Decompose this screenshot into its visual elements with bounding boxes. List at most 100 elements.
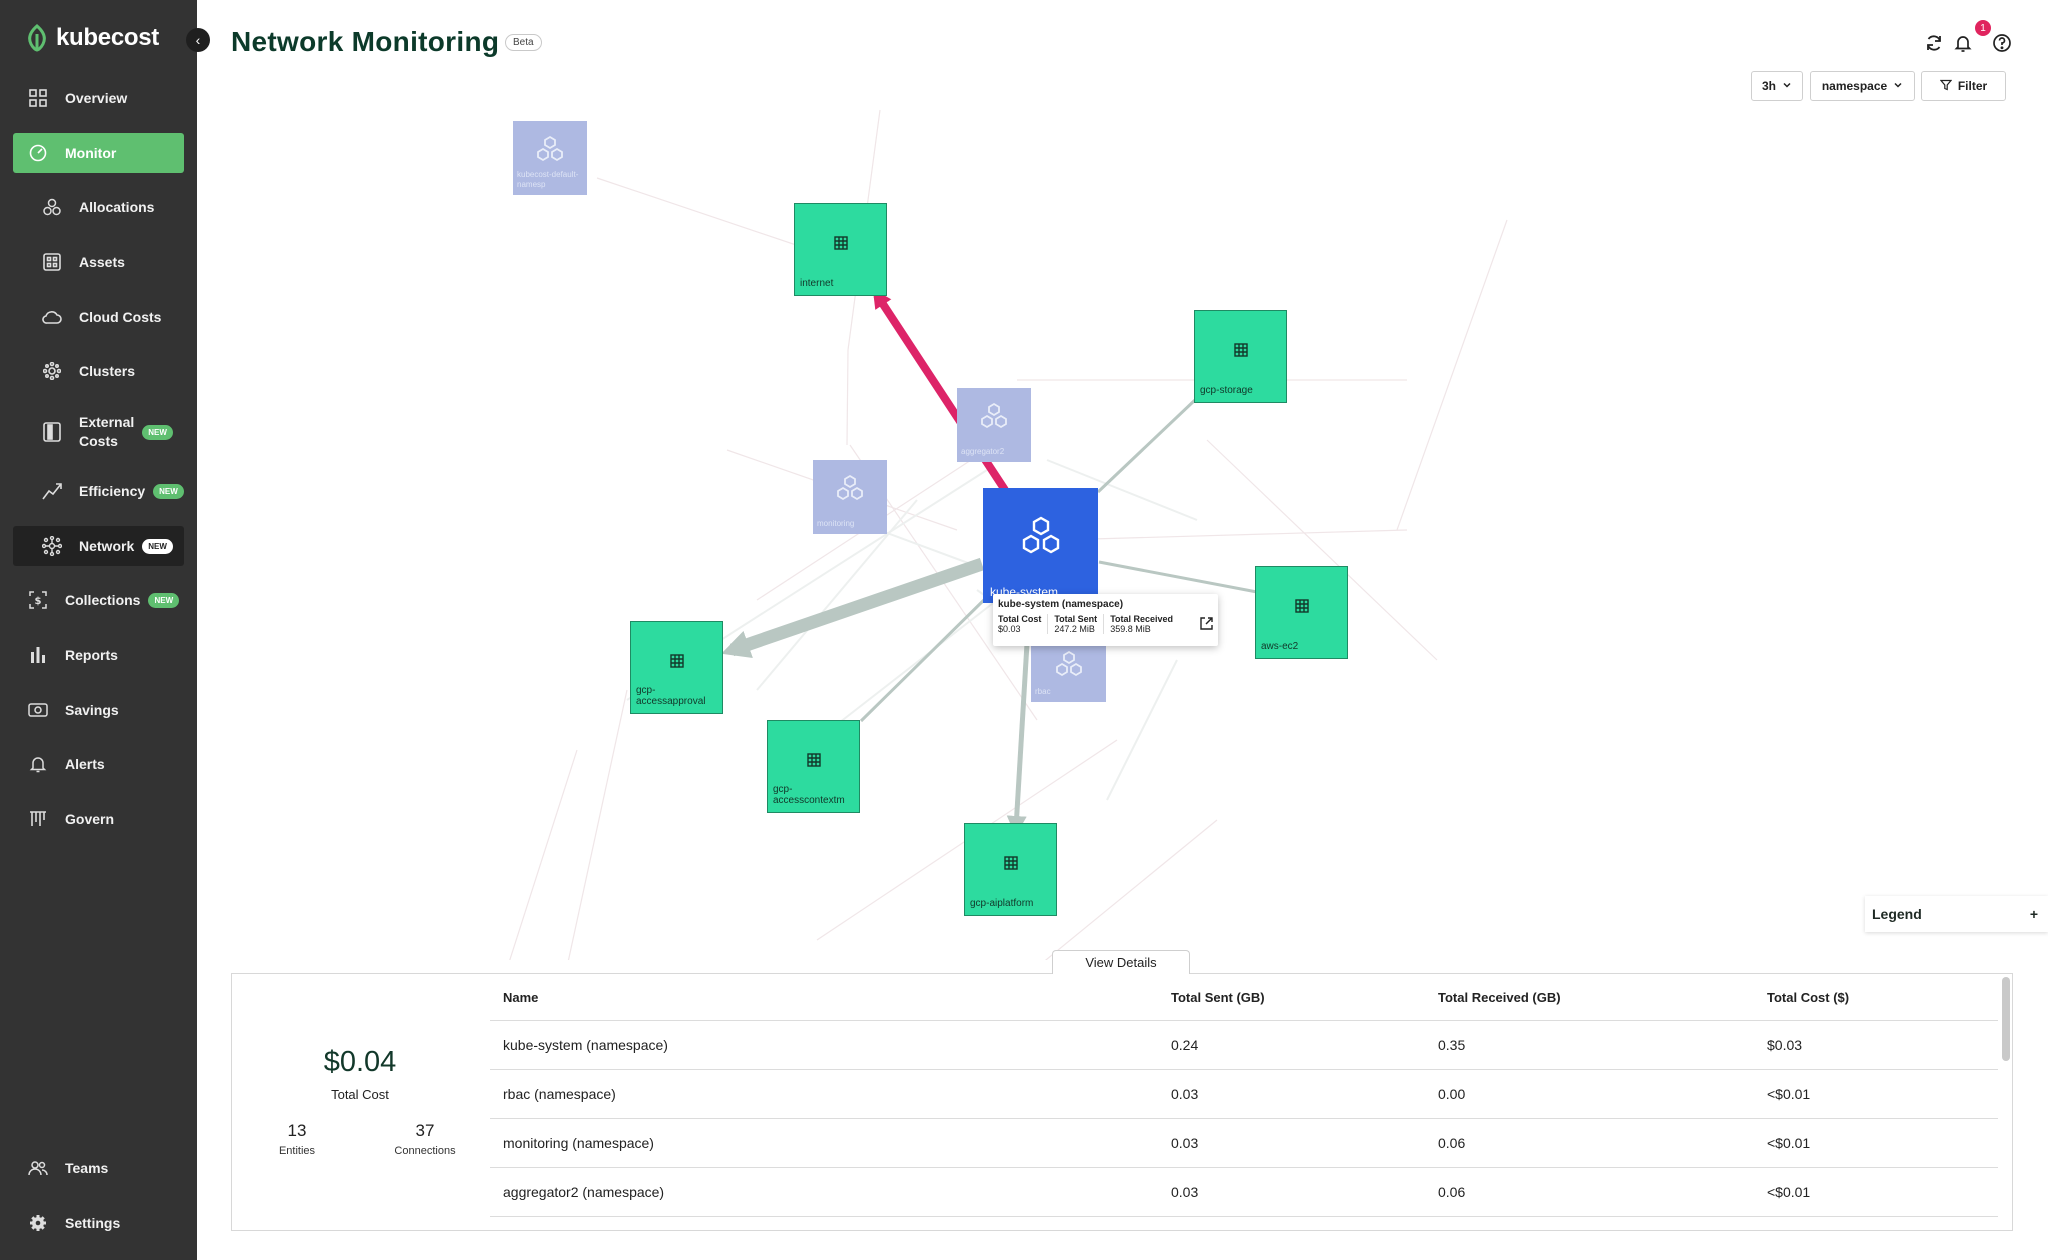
sidebar-item-reports[interactable]: Reports bbox=[13, 635, 184, 675]
column-header-received[interactable]: Total Received (GB) bbox=[1438, 989, 1561, 1005]
edge-kube-system-to-gcp-storage[interactable] bbox=[1096, 398, 1197, 494]
node-label: aggregator2 bbox=[961, 447, 1005, 456]
hexagons-icon bbox=[513, 135, 587, 163]
node-gcp-accessapproval[interactable]: gcp-accessapproval bbox=[630, 621, 723, 714]
connections-value: 37 bbox=[415, 1121, 435, 1140]
cell-received: 0.00 bbox=[1438, 1086, 1466, 1102]
sidebar-item-label: Overview bbox=[65, 90, 128, 106]
sidebar-item-label: Teams bbox=[65, 1160, 109, 1176]
node-label: kubecost-default-namesp bbox=[517, 170, 579, 189]
aggregate-select[interactable]: namespace bbox=[1810, 71, 1915, 101]
cell-cost: <$0.01 bbox=[1767, 1135, 1811, 1151]
service-grid-icon bbox=[965, 856, 1056, 870]
node-label-line1: gcp- bbox=[636, 685, 656, 696]
cell-received: 0.06 bbox=[1438, 1135, 1466, 1151]
total-cost-label: Total Cost bbox=[331, 1087, 389, 1102]
grid-icon bbox=[27, 87, 49, 109]
time-window-value: 3h bbox=[1761, 79, 1776, 93]
view-details-tab[interactable]: View Details bbox=[1052, 950, 1190, 974]
node-kubecost-default-namespace[interactable]: kubecost-default-namesp bbox=[513, 121, 587, 195]
node-gcp-aiplatform[interactable]: gcp-aiplatform bbox=[964, 823, 1057, 916]
node-label-line2: accesscontextm bbox=[773, 795, 845, 806]
node-gcp-accesscontextmanager[interactable]: gcp-accesscontextm bbox=[767, 720, 860, 813]
cell-sent: 0.03 bbox=[1171, 1135, 1199, 1151]
notifications-icon[interactable] bbox=[1952, 32, 1974, 54]
collapse-sidebar-button[interactable]: ‹ bbox=[186, 28, 210, 52]
sidebar-item-monitor[interactable]: Monitor bbox=[13, 133, 184, 173]
cell-name: kube-system (namespace) bbox=[503, 1037, 668, 1053]
sidebar-item-savings[interactable]: Savings bbox=[13, 690, 184, 730]
node-label: monitoring bbox=[817, 519, 855, 528]
table-row[interactable]: aggregator2 (namespace) 0.03 0.06 <$0.01 bbox=[490, 1168, 1998, 1217]
kubecost-wordmark: kubecost bbox=[56, 24, 159, 51]
summary-card: $0.04 Total Cost 13 Entities 37 Connecti… bbox=[232, 974, 488, 1230]
sidebar-item-label: Allocations bbox=[79, 199, 155, 215]
cloud-icon bbox=[41, 306, 63, 328]
table-row[interactable]: monitoring (namespace) 0.03 0.06 <$0.01 bbox=[490, 1119, 1998, 1168]
sidebar-item-allocations[interactable]: Allocations bbox=[13, 187, 184, 227]
column-header-cost[interactable]: Total Cost ($) bbox=[1767, 989, 1850, 1005]
node-gcp-storage[interactable]: gcp-storage bbox=[1194, 310, 1287, 403]
sidebar-item-collections[interactable]: $ Collections NEW bbox=[13, 580, 184, 620]
sidebar-item-cloud-costs[interactable]: Cloud Costs bbox=[13, 297, 184, 337]
time-window-select[interactable]: 3h bbox=[1751, 71, 1803, 101]
node-label: gcp-accessapproval bbox=[636, 685, 705, 707]
node-internet[interactable]: internet bbox=[794, 203, 887, 296]
hexagons-icon bbox=[957, 402, 1031, 430]
help-icon[interactable] bbox=[1991, 32, 2013, 54]
node-kube-system[interactable]: kube-system bbox=[983, 488, 1098, 603]
table-scrollbar[interactable] bbox=[2002, 977, 2010, 1061]
refresh-icon[interactable] bbox=[1923, 32, 1945, 54]
sidebar-item-teams[interactable]: Teams bbox=[13, 1148, 184, 1188]
plus-icon: + bbox=[2029, 906, 2038, 922]
sidebar-item-network[interactable]: Network NEW bbox=[13, 526, 184, 566]
collections-icon: $ bbox=[27, 589, 49, 611]
legend-label: Legend bbox=[1872, 906, 1922, 922]
sidebar-item-govern[interactable]: Govern bbox=[13, 799, 184, 839]
column-header-name[interactable]: Name bbox=[503, 989, 539, 1005]
cell-name: monitoring (namespace) bbox=[503, 1135, 654, 1151]
aggregate-value: namespace bbox=[1821, 79, 1888, 93]
sidebar-item-clusters[interactable]: Clusters bbox=[13, 351, 184, 391]
edge-kube-system-to-aws-ec2[interactable] bbox=[1098, 560, 1258, 594]
node-tooltip: kube-system (namespace) Total Cost $0.03… bbox=[993, 594, 1218, 646]
new-badge: NEW bbox=[142, 538, 173, 554]
sidebar-item-label: Clusters bbox=[79, 363, 136, 379]
edge-kube-system-to-gcp-accessapproval[interactable] bbox=[721, 557, 985, 658]
total-cost-value: $0.04 bbox=[323, 1046, 397, 1078]
edge-kube-system-to-gcp-accesscontextmanager[interactable] bbox=[859, 593, 991, 723]
node-label: rbac bbox=[1035, 687, 1051, 696]
kubecost-logo[interactable]: kubecost bbox=[26, 24, 159, 52]
node-monitoring[interactable]: monitoring bbox=[813, 460, 887, 534]
node-aws-ec2[interactable]: aws-ec2 bbox=[1255, 566, 1348, 659]
sidebar-item-settings[interactable]: Settings bbox=[13, 1203, 184, 1243]
service-grid-icon bbox=[795, 236, 886, 250]
assets-icon bbox=[41, 251, 63, 273]
column-header-sent[interactable]: Total Sent (GB) bbox=[1171, 989, 1265, 1005]
service-grid-icon bbox=[631, 654, 722, 668]
table-row[interactable]: kube-system (namespace) 0.24 0.35 $0.03 bbox=[490, 1021, 1998, 1070]
cell-cost: <$0.01 bbox=[1767, 1184, 1811, 1200]
sidebar-item-assets[interactable]: Assets bbox=[13, 242, 184, 282]
filter-button[interactable]: Filter bbox=[1921, 71, 2006, 101]
node-label: gcp-storage bbox=[1200, 385, 1253, 396]
entities-label: Entities bbox=[278, 1145, 316, 1157]
table-row[interactable]: rbac (namespace) 0.03 0.00 <$0.01 bbox=[490, 1070, 1998, 1119]
svg-text:$: $ bbox=[35, 596, 42, 607]
sidebar-item-alerts[interactable]: Alerts bbox=[13, 744, 184, 784]
new-badge: NEW bbox=[153, 483, 184, 499]
external-label-line1: External bbox=[79, 414, 135, 430]
open-external-icon[interactable] bbox=[1199, 616, 1214, 633]
node-aggregator2[interactable]: aggregator2 bbox=[957, 388, 1031, 462]
sidebar-item-overview[interactable]: Overview bbox=[13, 78, 184, 118]
filter-label: Filter bbox=[1957, 79, 1988, 93]
network-graph[interactable]: kubecost-default-namesp aggregator2 moni… bbox=[197, 100, 2048, 960]
sidebar-item-efficiency[interactable]: Efficiency NEW bbox=[13, 471, 184, 511]
node-label: aws-ec2 bbox=[1261, 641, 1299, 652]
edge-kube-system-to-gcp-aiplatform[interactable] bbox=[1006, 609, 1032, 836]
sidebar-item-label: Network bbox=[79, 538, 135, 554]
notification-count-badge: 1 bbox=[1975, 20, 1991, 36]
legend-toggle[interactable]: Legend + bbox=[1865, 896, 2048, 932]
chevron-down-icon bbox=[1893, 79, 1903, 93]
